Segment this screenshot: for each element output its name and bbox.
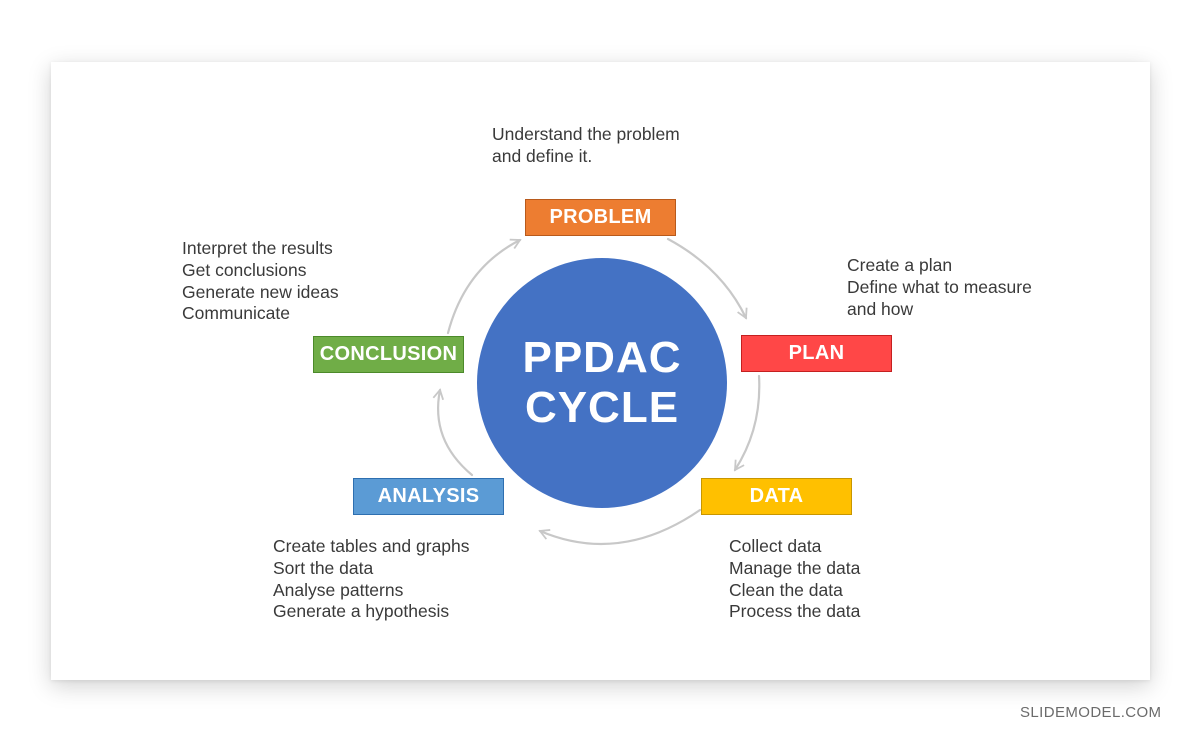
data-description: Collect data Manage the data Clean the d… — [729, 536, 860, 623]
description-line: Generate a hypothesis — [273, 601, 450, 622]
description-line: Communicate — [182, 303, 290, 324]
stage-data: DATA — [701, 478, 852, 515]
arrow-data-to-analysis — [538, 508, 702, 546]
problem-description: Understand the problem and define it. — [492, 124, 680, 168]
arrow-analysis-to-conclusion — [432, 388, 474, 477]
description-line: and define it. — [492, 145, 593, 166]
description-line: Collect data — [729, 536, 822, 556]
description-line: Clean the data — [729, 579, 843, 600]
conclusion-description: Interpret the results Get conclusions Ge… — [182, 238, 339, 325]
plan-description: Create a plan Define what to measure and… — [847, 255, 1032, 320]
description-line: Generate new ideas — [182, 281, 339, 302]
center-title-line1: PPDAC — [522, 333, 682, 382]
arrow-conclusion-to-problem — [446, 238, 522, 335]
stage-plan: PLAN — [741, 335, 892, 372]
stage-analysis: ANALYSIS — [353, 478, 504, 515]
description-line: Define what to measure — [847, 276, 1032, 297]
analysis-description: Create tables and graphs Sort the data A… — [273, 536, 470, 623]
stage-conclusion: CONCLUSION — [313, 336, 464, 373]
watermark-text: SLIDEMODEL.COM — [1020, 704, 1162, 721]
description-line: Process the data — [729, 601, 861, 622]
description-line: Analyse patterns — [273, 579, 404, 600]
description-line: Interpret the results — [182, 238, 333, 258]
description-line: Sort the data — [273, 557, 374, 578]
description-line: Understand the problem — [492, 124, 680, 144]
center-title-line2: CYCLE — [524, 383, 680, 432]
ppdac-cycle-circle: PPDAC CYCLE — [477, 258, 727, 508]
description-line: Manage the data — [729, 557, 861, 578]
description-line: Get conclusions — [182, 259, 307, 280]
description-line: Create tables and graphs — [273, 536, 470, 556]
description-line: Create a plan — [847, 255, 953, 275]
arrow-plan-to-data — [733, 374, 761, 472]
description-line: and how — [847, 298, 914, 319]
stage-problem: PROBLEM — [525, 199, 676, 236]
arrow-problem-to-plan — [666, 237, 748, 320]
